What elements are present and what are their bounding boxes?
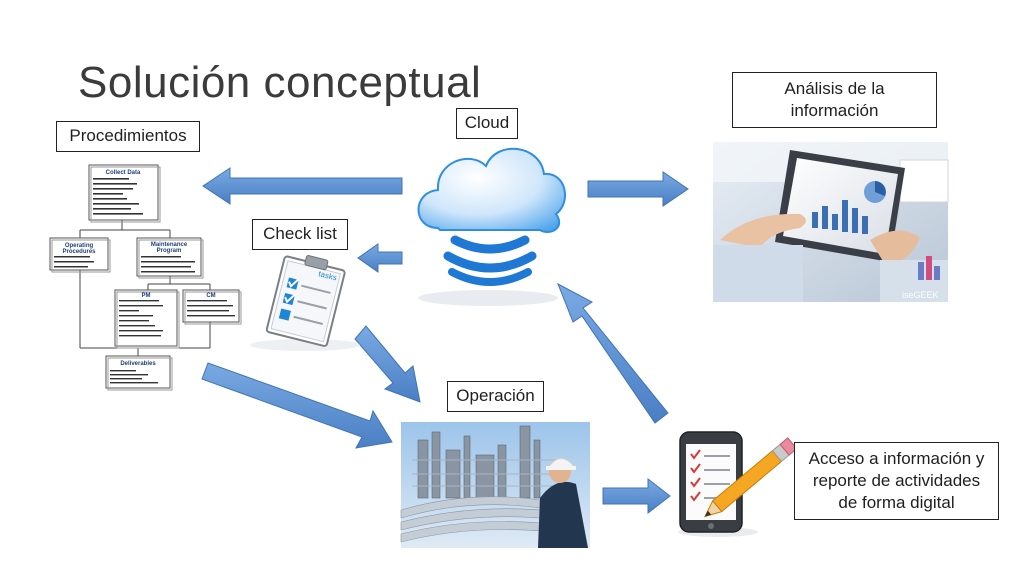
slide-title: Solución conceptual bbox=[78, 58, 482, 107]
operating-title-1: Operating bbox=[65, 243, 94, 249]
procedures-org-chart bbox=[49, 164, 242, 391]
arrow-operacion-to-acceso bbox=[602, 477, 671, 515]
maintenance-title-2: Program bbox=[157, 248, 182, 254]
arrow-checklist-to-operacion bbox=[354, 325, 421, 403]
collect-data-lines bbox=[93, 178, 143, 215]
analysis-photo: iseGEEK bbox=[713, 142, 949, 302]
acceso-label-line3: de forma digital bbox=[838, 493, 955, 512]
photo-watermark: iseGEEK bbox=[902, 290, 939, 300]
clipboard-icon: tasks bbox=[250, 255, 360, 351]
analisis-label-line2: información bbox=[790, 101, 879, 120]
arrow-acceso-to-cloud bbox=[557, 282, 669, 424]
cloud-label: Cloud bbox=[456, 108, 518, 139]
acceso-label-line1: Acceso a información y bbox=[808, 449, 985, 468]
arrow-cloud-to-checklist bbox=[357, 243, 403, 273]
analisis-label: Análisis de la información bbox=[732, 72, 937, 128]
phone-checklist-icon bbox=[678, 431, 798, 537]
collect-data-box bbox=[88, 164, 159, 221]
arrow-cloud-to-procedimientos bbox=[202, 167, 403, 205]
arrow-procedimientos-to-operacion bbox=[201, 362, 393, 449]
cm-title: CM bbox=[206, 293, 215, 299]
pm-title: PM bbox=[142, 293, 151, 299]
arrow-cloud-to-analisis bbox=[587, 171, 689, 207]
operacion-label: Operación bbox=[447, 381, 544, 412]
acceso-label-line2: reporte de actividades bbox=[812, 471, 981, 490]
operation-photo bbox=[400, 422, 590, 548]
cloud-icon bbox=[417, 147, 566, 306]
acceso-label: Acceso a información y reporte de activi… bbox=[794, 442, 999, 520]
operating-procedures-box bbox=[49, 237, 109, 271]
operating-title-2: Procedures bbox=[62, 249, 96, 255]
check-list-label: Check list bbox=[252, 219, 348, 250]
deliverables-title: Deliverables bbox=[120, 361, 156, 367]
procedimientos-label: Procedimientos bbox=[56, 121, 200, 152]
analisis-label-line1: Análisis de la bbox=[784, 79, 885, 98]
maintenance-title-1: Maintenance bbox=[151, 242, 188, 248]
clipboard-tag-text: tasks bbox=[318, 269, 338, 282]
pm-box bbox=[114, 289, 178, 347]
collect-data-title: Collect Data bbox=[106, 170, 141, 176]
